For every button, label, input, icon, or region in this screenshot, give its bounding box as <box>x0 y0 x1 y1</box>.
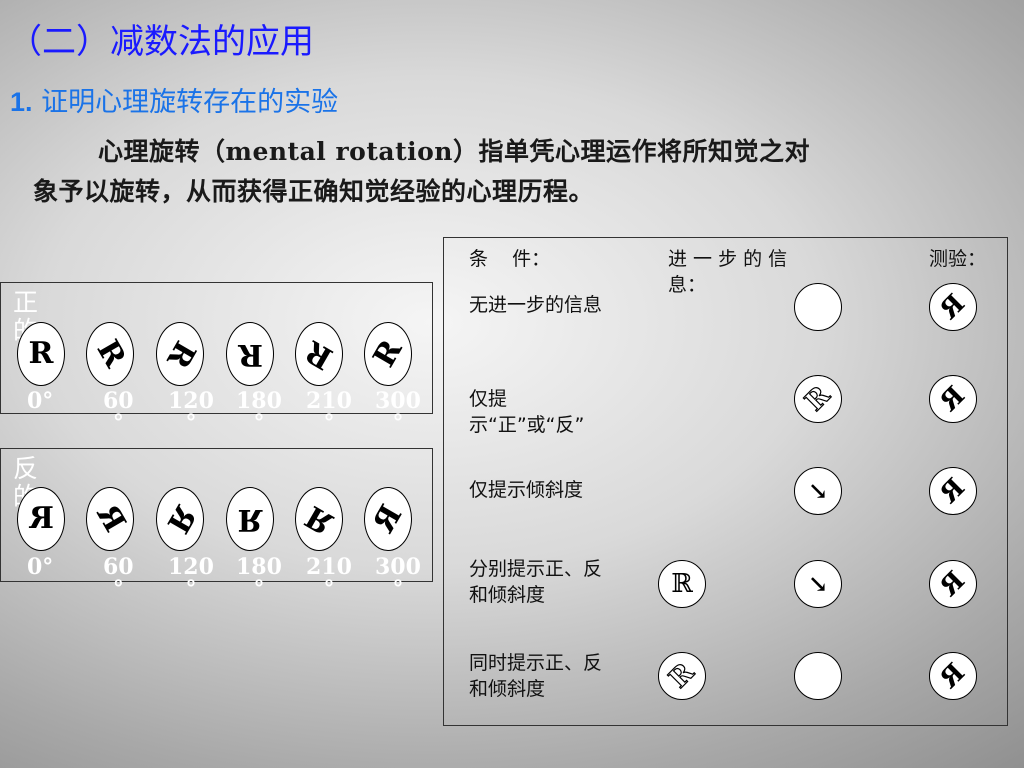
mirror-angle-label-1: 60 ° <box>103 554 134 602</box>
upright-stimulus-glyph-5: R <box>366 334 409 374</box>
row-2-condition: 仅提示“正”或“反” <box>469 388 585 436</box>
upright-stimulus-glyph-2: R <box>159 334 202 374</box>
row-5-pre-circle: R <box>658 652 706 700</box>
upright-stimulus-5: R <box>364 322 412 386</box>
definition-line-1: 心理旋转（mental rotation）指单凭心理运作将所知觉之对 <box>98 137 810 166</box>
upright-stimulus-2: R <box>156 322 204 386</box>
upright-angle-label-0: 0° <box>27 388 54 414</box>
upright-angle-label-2: 120 ° <box>168 388 214 436</box>
row-1-condition: 无进一步的信息 <box>469 294 603 316</box>
row-3-test-circle: R <box>929 467 977 515</box>
upright-stimulus-glyph-3: R <box>237 337 263 372</box>
row-2-info-glyph: R <box>799 380 837 418</box>
header-condition: 条 件： <box>469 248 551 270</box>
row-1-test-circle: R <box>929 283 977 331</box>
tilt-arrow-icon: ↘ <box>807 476 829 505</box>
definition-line-2: 象予以旋转，从而获得正确知觉经验的心理历程。 <box>33 177 595 206</box>
mirror-angle-label-4: 210 ° <box>306 554 352 602</box>
header-test: 测验： <box>929 248 987 270</box>
upright-angle-label-5: 300 ° <box>375 388 421 436</box>
mirror-stimulus-1: R <box>86 487 134 551</box>
row-3-test-glyph: R <box>934 472 972 510</box>
upright-stimulus-4: R <box>295 322 343 386</box>
upright-angle-label-3: 180 ° <box>236 388 282 436</box>
upright-angle-label-1: 60 ° <box>103 388 134 436</box>
mirror-stimulus-glyph-5: R <box>366 499 409 539</box>
mirror-stimulus-4: R <box>295 487 343 551</box>
section-number: 1. <box>10 87 33 117</box>
row-3-condition: 仅提示倾斜度 <box>469 479 584 501</box>
mirror-stimulus-glyph-3: R <box>237 502 263 537</box>
mirror-stimulus-5: R <box>364 487 412 551</box>
row-4-test-circle: R <box>929 560 977 608</box>
row-5-pre-glyph: R <box>663 657 701 695</box>
section-heading: 1. 证明心理旋转存在的实验 <box>10 80 338 119</box>
section-heading-text: 证明心理旋转存在的实验 <box>32 87 339 118</box>
mirror-stimulus-3: R <box>226 487 274 551</box>
row-5-info-circle <box>794 652 842 700</box>
upright-stimulus-glyph-0: R <box>28 336 54 371</box>
mirror-angle-label-0: 0° <box>27 554 54 580</box>
row-1-info-circle <box>794 283 842 331</box>
slide-title: （二）减数法的应用 <box>8 22 314 62</box>
row-1-test-glyph: R <box>934 288 972 326</box>
mirror-stimulus-glyph-1: R <box>89 499 132 539</box>
row-4-test-glyph: R <box>934 565 972 603</box>
mirror-stimulus-glyph-2: R <box>159 499 202 539</box>
row-5-condition: 同时提示正、反和倾斜度 <box>469 652 603 700</box>
mirror-stimulus-glyph-0: R <box>28 501 54 536</box>
conditions-table: 条 件： 进 一 步 的 信 息： 测验： 无进一步的信息 仅提示“正”或“反”… <box>443 237 1008 726</box>
upright-stimulus-0: R <box>17 322 65 386</box>
upright-stimulus-3: R <box>226 322 274 386</box>
row-4-pre-circle: ℝ <box>658 560 706 608</box>
upright-stimulus-1: R <box>86 322 134 386</box>
mirror-angle-label-3: 180 ° <box>236 554 282 602</box>
row-2-test-glyph: R <box>934 380 972 418</box>
row-4-pre-glyph: ℝ <box>671 569 693 599</box>
row-2-test-circle: R <box>929 375 977 423</box>
mirror-angle-label-2: 120 ° <box>168 554 214 602</box>
row-5-test-glyph: R <box>934 657 972 695</box>
row-4-condition: 分别提示正、反和倾斜度 <box>469 558 603 606</box>
mirror-stimulus-0: R <box>17 487 65 551</box>
header-further-info: 进 一 步 的 信 息： <box>668 248 788 296</box>
upright-stimulus-glyph-4: R <box>299 333 339 376</box>
mirror-stimulus-glyph-4: R <box>299 498 339 541</box>
upright-angle-label-4: 210 ° <box>306 388 352 436</box>
mirror-stimulus-2: R <box>156 487 204 551</box>
tilt-arrow-icon: ↘ <box>807 569 829 598</box>
mirror-angle-label-5: 300 ° <box>375 554 421 602</box>
row-2-info-circle: R <box>794 375 842 423</box>
row-5-test-circle: R <box>929 652 977 700</box>
upright-stimulus-glyph-1: R <box>89 334 132 374</box>
row-3-info-circle: ↘ <box>794 467 842 515</box>
row-4-info-circle: ↘ <box>794 560 842 608</box>
